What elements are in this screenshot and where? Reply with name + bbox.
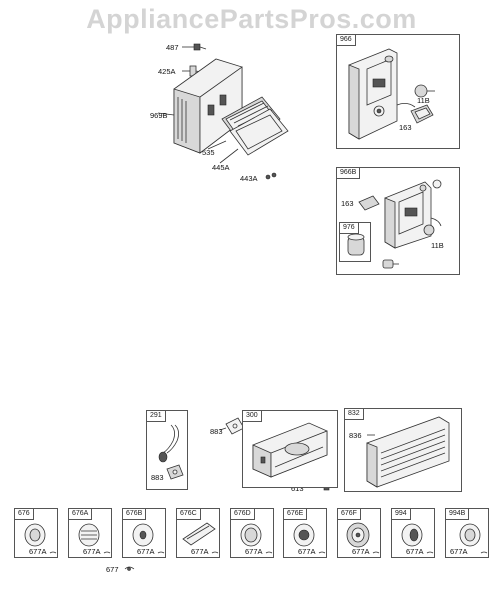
carburetor-kit-drawing	[348, 48, 435, 140]
deflector-676b-drawing	[132, 523, 165, 554]
callout-11b: 11B	[417, 96, 430, 105]
deflector-676c-tag: 676C	[177, 509, 201, 520]
grill-drawing	[366, 416, 450, 488]
callout-535: 535	[202, 148, 215, 157]
deflector-676-box: 676 677A	[14, 508, 58, 558]
kit-976-box: 976	[339, 222, 371, 262]
kit-966-box: 966 11B 163	[336, 34, 460, 149]
deflector-676e-tag: 676E	[284, 509, 308, 520]
deflector-994-tag: 994	[392, 509, 411, 520]
deflector-676a-box: 676A 677A	[68, 508, 112, 558]
deflector-676d-drawing	[240, 523, 273, 554]
callout-677a: 677A	[83, 547, 101, 556]
kit-291-box: 291 883	[146, 410, 188, 490]
kit-966-tag: 966	[337, 35, 356, 46]
deflector-676a-drawing	[78, 523, 111, 554]
callout-425a: 425A	[158, 67, 176, 76]
grill-832-box: 832 836	[344, 408, 462, 492]
callout-836: 836	[349, 431, 362, 440]
muffler-drawing	[252, 422, 328, 478]
deflector-676c-drawing	[182, 522, 219, 554]
callout-969b: 969B	[150, 111, 168, 120]
deflector-676d-box: 676D 677A	[230, 508, 274, 558]
callout-883-b: 883	[210, 427, 223, 436]
callout-677a: 677A	[406, 547, 424, 556]
callout-11b-b: 11B	[431, 241, 444, 250]
deflector-676b-box: 676B 677A	[122, 508, 166, 558]
deflector-994b-box: 994B 677A	[445, 508, 489, 558]
callout-677a: 677A	[450, 547, 468, 556]
air-cleaner-base-drawing	[157, 43, 289, 180]
screw-677-icon	[124, 566, 135, 571]
kit-976-tag: 976	[340, 223, 359, 234]
float-drawing	[347, 233, 365, 256]
deflector-676-tag: 676	[15, 509, 34, 520]
deflector-994b-tag: 994B	[446, 509, 470, 520]
deflector-676a-tag: 676A	[69, 509, 93, 520]
deflector-676e-box: 676E 677A	[283, 508, 327, 558]
callout-677a: 677A	[298, 547, 316, 556]
callout-163: 163	[399, 123, 412, 132]
grill-832-tag: 832	[345, 409, 364, 420]
callout-677a: 677A	[245, 547, 263, 556]
callout-163-b: 163	[341, 199, 354, 208]
deflector-994-box: 994 677A	[391, 508, 435, 558]
callout-445a: 445A	[212, 163, 230, 172]
deflector-676-drawing	[24, 523, 57, 554]
muffler-300-box: 300	[242, 410, 338, 488]
callout-487: 487	[166, 43, 179, 52]
kit-291-tag: 291	[147, 411, 166, 422]
deflector-676b-tag: 676B	[123, 509, 147, 520]
carburetor-kit-b-drawing	[358, 179, 442, 269]
deflector-994-drawing	[401, 523, 434, 554]
deflector-676f-drawing	[346, 522, 380, 554]
callout-677: 677	[106, 565, 119, 574]
kit-966b-tag: 966B	[337, 168, 361, 179]
callout-677a: 677A	[29, 547, 47, 556]
kit-966b-box: 966B 163 11B 976	[336, 167, 460, 275]
muffler-guard-drawing	[158, 424, 184, 480]
callout-677a: 677A	[191, 547, 209, 556]
muffler-300-tag: 300	[243, 411, 262, 422]
watermark: AppliancePartsPros.com	[86, 4, 417, 34]
deflector-676f-box: 676F 677A	[337, 508, 381, 558]
callout-677a: 677A	[137, 547, 155, 556]
callout-443a: 443A	[240, 174, 258, 183]
callout-613: 613	[291, 484, 304, 493]
callout-883-a: 883	[151, 473, 164, 482]
callout-677a: 677A	[352, 547, 370, 556]
deflector-676d-tag: 676D	[231, 509, 255, 520]
deflector-676c-box: 676C 677A	[176, 508, 220, 558]
deflector-994b-drawing	[459, 523, 488, 554]
deflector-676f-tag: 676F	[338, 509, 361, 520]
deflector-676e-drawing	[293, 523, 326, 554]
